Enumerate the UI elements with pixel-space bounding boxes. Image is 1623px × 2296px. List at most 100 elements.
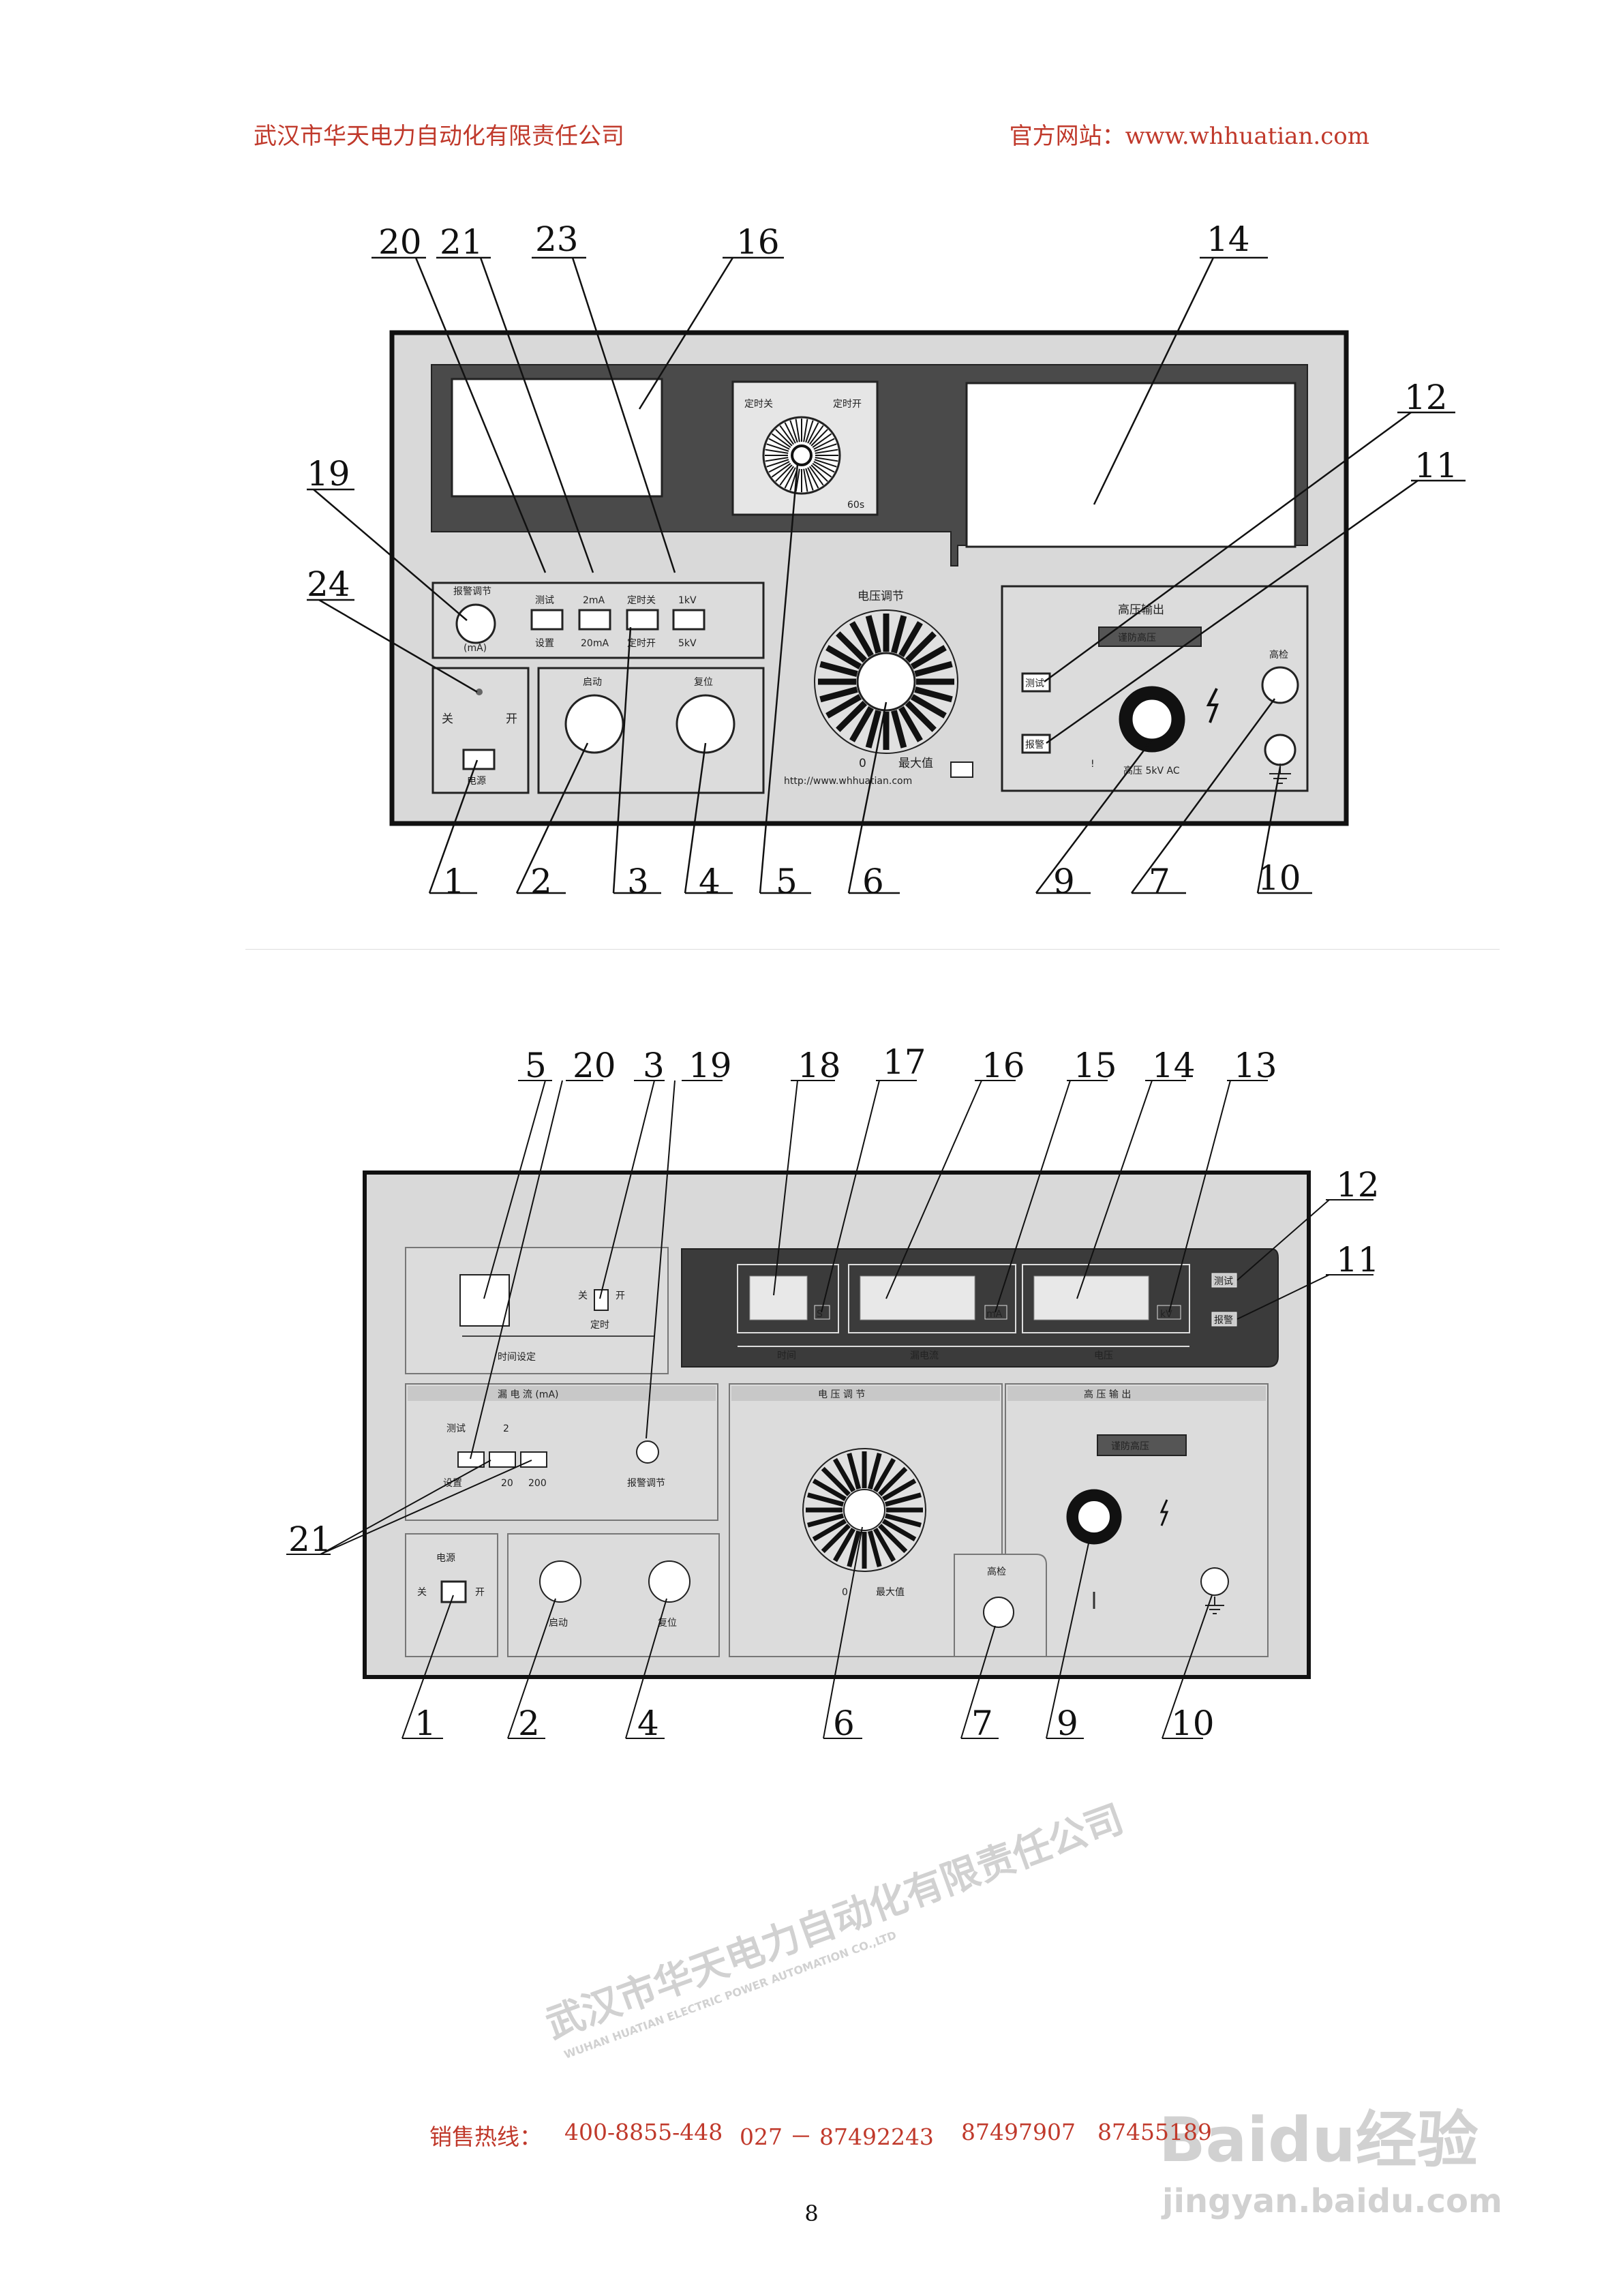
ground-terminal-2[interactable] [1200,1567,1229,1596]
voltage-regulation-label: 电压调节 [858,590,904,603]
callout-21: 21 [440,222,483,262]
timer-on: 开 [616,1290,625,1301]
power-label: 电源 [467,776,486,787]
hv-warning-2: 谨防高压 [1111,1440,1149,1452]
power-switch[interactable] [462,749,496,770]
watermark-company-cn: 武汉市华天电力自动化有限责任公司 [541,1797,1129,2048]
voltage-reg-label-2: 电 压 调 节 [818,1389,865,1400]
alarm-label: 报警 [1025,740,1044,751]
voltage-dial-2[interactable] [843,1489,885,1531]
switch-voltage[interactable] [672,609,706,631]
test-label: 测试 [1025,678,1044,689]
timer-label: 定时 [590,1320,609,1331]
start-knob-2[interactable] [539,1560,581,1603]
footer-hotline-label: 销售热线： [429,2124,542,2150]
callout2-15: 15 [1074,1046,1117,1085]
callout-5: 5 [776,862,798,901]
figure-2-callouts: 5 20 3 19 18 17 16 15 14 13 12 11 21 1 2… [288,1042,1380,1743]
callout-19: 19 [307,454,350,494]
sw-20ma: 20mA [581,638,609,649]
display-time-label: 时间 [777,1350,796,1361]
hv-rating: 高压 5kV AC [1123,765,1180,776]
unit-ma: mA [986,1309,1003,1320]
power-switch-2[interactable] [440,1580,467,1603]
timer-off: 关 [578,1290,588,1301]
callout2-12: 12 [1336,1165,1380,1205]
divider [245,949,1500,950]
power-off-label: 关 [442,712,453,726]
panel-url: http://www.whhuatian.com [784,776,912,787]
voltage-dial-spokes [818,614,954,750]
leak-current-label: 漏 电 流 (mA) [498,1389,559,1400]
test-indicator-2 [1211,1273,1237,1288]
ground-icon-2 [1205,1597,1224,1614]
timer-label-left: 定时关 [744,399,773,410]
start-label-2: 启动 [549,1618,568,1629]
callout-3: 3 [627,862,649,901]
dial-max-2: 最大值 [876,1587,905,1598]
callout2-5: 5 [525,1046,547,1085]
display-voltage-label: 电压 [1094,1350,1113,1361]
callout-1: 1 [443,862,465,901]
header-company: 武汉市华天电力自动化有限责任公司 [254,123,624,150]
time-setting-window [459,1274,510,1327]
callout2-21: 21 [288,1520,332,1559]
callout-24: 24 [307,564,350,604]
switch-timer[interactable] [626,609,659,631]
watermark: 武汉市华天电力自动化有限责任公司 WUHAN HUATIAN ELECTRIC … [541,1797,1502,2220]
sw-5kv: 5kV [678,638,697,649]
range-20: 20 [501,1478,513,1489]
callout-23: 23 [535,220,579,259]
timer-switch[interactable] [594,1289,609,1311]
dial-max: 最大值 [898,757,933,770]
hv-output-socket[interactable] [1130,697,1174,741]
callout2-19: 19 [688,1046,732,1085]
timer-label-right: 定时开 [833,399,862,410]
callout2-4: 4 [637,1704,659,1743]
ground-icon [1269,764,1291,784]
lightning-icon-2 [1159,1499,1169,1526]
timer-dial-ticks [765,419,838,492]
hv-check-terminal[interactable] [1261,666,1299,704]
range-2-top: 2 [503,1423,509,1434]
reset-knob-2[interactable] [648,1560,691,1603]
alarm-adjust-knob[interactable] [636,1440,659,1464]
reset-knob[interactable] [676,694,735,754]
start-label: 启动 [583,677,602,688]
callout2-1: 1 [414,1704,436,1743]
callout2-13: 13 [1234,1046,1277,1085]
callout2-14: 14 [1152,1046,1196,1085]
footer-num4: 87455189 [1097,2119,1212,2145]
hv-check-terminal-2[interactable] [983,1597,1014,1628]
mode-switch[interactable] [457,1451,485,1468]
sw-test-bottom: 设置 [535,638,554,649]
callout2-16: 16 [982,1046,1025,1085]
reset-label-2: 复位 [658,1617,677,1629]
unit-kv: kV [1160,1309,1172,1320]
voltage-dial[interactable] [856,652,916,712]
display-current-label: 漏电流 [910,1350,939,1361]
figure-1: 定时关 定时开 60s 报警调节 (mA) 测试 设置 2mA 20mA 定时关… [307,256,1466,894]
range-200: 200 [528,1478,547,1489]
ground-terminal[interactable] [1264,734,1296,766]
range-switch-b[interactable] [520,1451,547,1468]
switch-range[interactable] [578,609,611,631]
sw-timer-on: 定时开 [627,638,656,649]
start-knob[interactable] [564,694,624,754]
callout-7: 7 [1149,862,1170,901]
footer-num2: 027 － 87492243 [740,2124,934,2150]
sensitivity-label: 报警调节 [453,586,491,597]
switch-test[interactable] [530,609,564,631]
callout-16: 16 [736,222,780,262]
hv-output-label-2: 高 压 输 出 [1084,1389,1131,1400]
callout2-2: 2 [518,1704,540,1743]
dial-zero-2: 0 [842,1587,848,1598]
power-on-2: 开 [475,1587,485,1598]
test-label-2: 测试 [1214,1276,1233,1287]
figure-1-callouts: 20 21 23 16 14 12 11 19 24 1 2 3 4 5 6 9… [307,220,1458,901]
range-switch-a[interactable] [489,1451,516,1468]
sw-1kv: 1kV [678,595,697,606]
hv-output-socket-2[interactable] [1077,1500,1111,1534]
reset-label: 复位 [694,676,713,688]
